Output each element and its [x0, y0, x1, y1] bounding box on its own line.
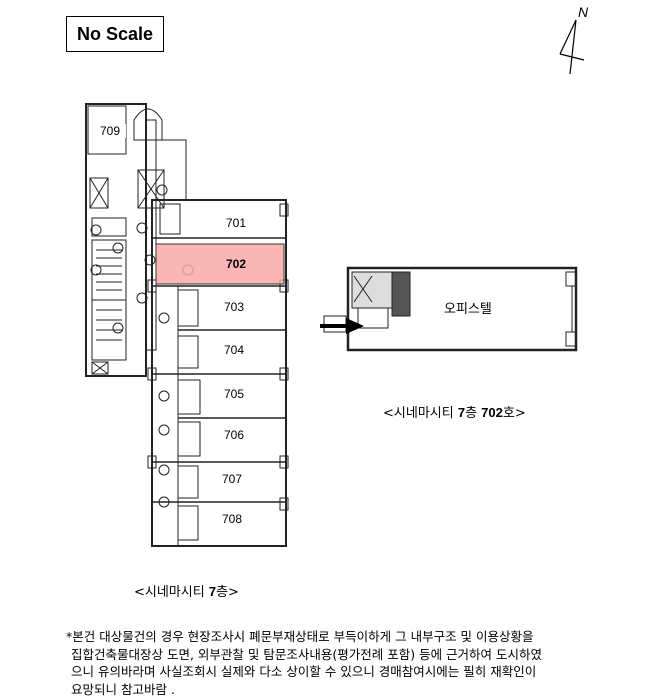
- room-708: 708: [216, 512, 249, 526]
- room-703: 703: [218, 300, 251, 314]
- floor-caption-suffix: 층>: [216, 585, 239, 600]
- note-line-4: 요망되니 참고바람 .: [71, 681, 175, 697]
- unit-caption-mid: 층: [465, 406, 482, 421]
- floor-plan-drawing: [85, 103, 289, 547]
- room-705: 705: [218, 387, 251, 401]
- floor-plan-caption: <시네마시티 7층>: [134, 581, 239, 600]
- unit-caption-floor: 7: [457, 405, 466, 420]
- north-label: N: [578, 4, 589, 20]
- unit-caption-prefix: <시네마시티: [383, 406, 458, 421]
- room-704: 704: [218, 343, 251, 357]
- room-702-highlighted: 702: [226, 257, 247, 271]
- no-scale-label: No Scale: [66, 16, 164, 52]
- north-arrow: N: [548, 4, 598, 76]
- note-line-2: 집합건축물대장상 도면, 외부관찰 및 탐문조사내용(평가전례 포함) 등에 근…: [71, 646, 543, 662]
- unit-caption-suffix: 호>: [502, 406, 526, 421]
- unit-room-label: 오피스텔: [440, 298, 496, 317]
- north-arrow-icon: [559, 19, 585, 75]
- unit-caption-unit: 702: [481, 405, 503, 420]
- room-701: 701: [220, 216, 253, 230]
- floor-caption-prefix: <시네마시티: [134, 585, 209, 600]
- note-line-3: 으니 유의바라며 사실조회시 실제와 다소 상이할 수 있으니 경매참여시에는 …: [71, 664, 537, 679]
- floor-caption-number: 7: [208, 584, 217, 599]
- unit-plan-702: 오피스텔: [318, 262, 586, 356]
- unit-plan-drawing: [320, 266, 578, 352]
- entrance-arrow-icon: [320, 318, 364, 334]
- room-707: 707: [216, 472, 249, 486]
- unit-plan-caption: <시네마시티 7층 702호>: [383, 402, 526, 421]
- floor-plan-7f: 709 701 702 703 704 705 706 707 708: [82, 100, 292, 550]
- room-706: 706: [218, 428, 251, 442]
- disclaimer-note: *본건 대상물건의 경우 현장조사시 폐문부재상태로 부득이하게 그 내부구조 …: [66, 628, 626, 698]
- note-line-1: *본건 대상물건의 경우 현장조사시 폐문부재상태로 부득이하게 그 내부구조 …: [66, 629, 534, 644]
- room-709: 709: [94, 124, 127, 138]
